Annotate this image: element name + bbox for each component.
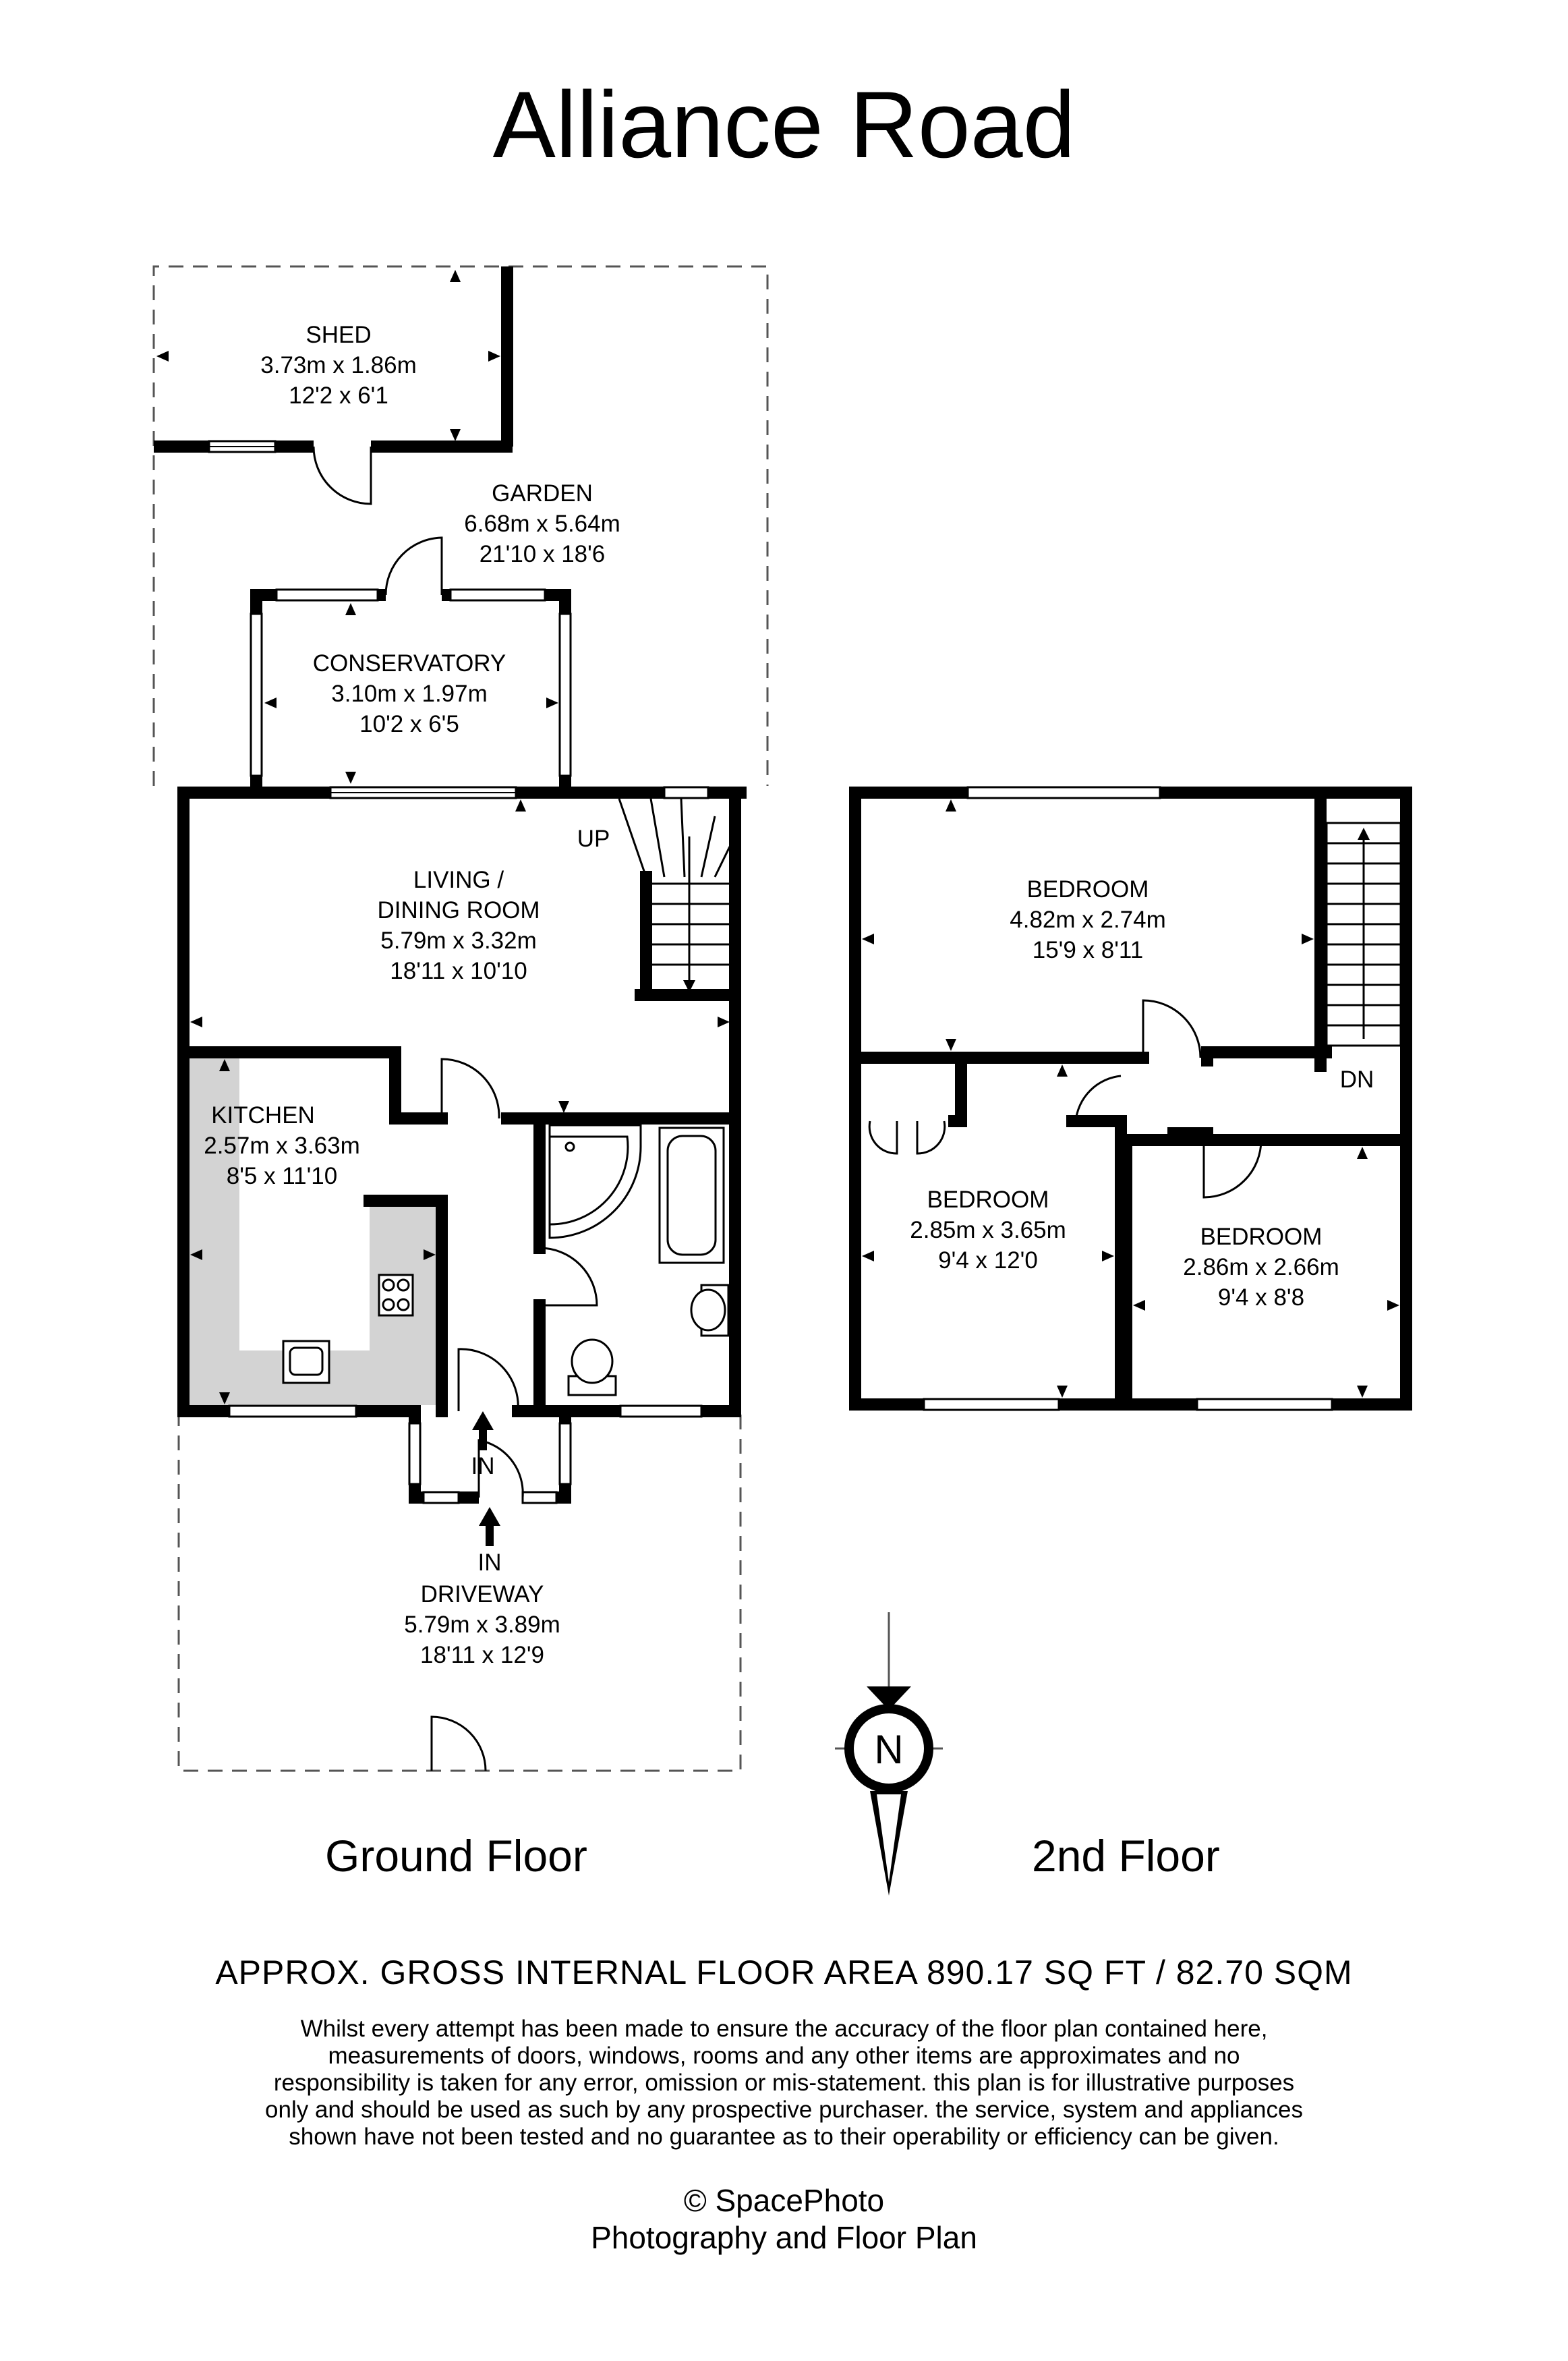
bathroom-door [539,1247,598,1307]
plan-title: Alliance Road [492,72,1076,177]
kitchen-worktop [190,1058,239,1405]
shed-metric: 3.73m x 1.86m [260,352,417,378]
second-floor-windows [923,786,1333,1411]
second-floor-stairs [1325,822,1402,1047]
shed-name: SHED [306,322,371,348]
shower-icon [548,1124,642,1239]
basin-icon [690,1284,730,1337]
garden-boundary [152,265,769,786]
bedroom-3-name: BEDROOM [1200,1224,1323,1250]
disclaimer-line: shown have not been tested and no guaran… [289,2124,1279,2150]
disclaimer-line: responsibility is taken for any error, o… [273,2070,1295,2096]
front-door [457,1348,519,1412]
second-floor-label: 2nd Floor [1032,1831,1220,1881]
shed-door [312,446,372,505]
kitchen-door [440,1058,500,1119]
dimension-arrows [862,799,1399,1398]
driveway-gate [430,1715,487,1771]
shed-window [208,440,277,453]
conservatory-metric: 3.10m x 1.97m [331,681,488,707]
entrance-label: IN [471,1453,495,1479]
kitchen-name: KITCHEN [211,1102,315,1129]
shed-walls [154,266,513,453]
credit-copyright: © SpacePhoto [683,2183,885,2218]
bathroom-window [619,1404,703,1418]
disclaimer-line: measurements of doors, windows, rooms an… [328,2043,1240,2069]
bath-icon [658,1127,725,1264]
garden-imperial: 21'10 x 18'6 [480,541,606,567]
driveway-metric: 5.79m x 3.89m [404,1612,560,1638]
living-room-imperial: 18'11 x 10'10 [390,958,527,984]
disclaimer-line: only and should be used as such by any p… [265,2097,1303,2123]
entrance-arrow-icon [472,1411,500,1546]
disclaimer-line: Whilst every attempt has been made to en… [300,2016,1268,2042]
living-room-patio-door [329,786,709,799]
bedroom-1-metric: 4.82m x 2.74m [1010,907,1166,933]
sink-icon [282,1340,330,1384]
second-floor-walls [849,787,1412,1411]
stairs-up-label: UP [577,826,610,852]
conservatory-name: CONSERVATORY [313,650,506,677]
driveway-imperial: 18'11 x 12'9 [420,1642,544,1668]
driveway-name: DRIVEWAY [421,1581,544,1608]
ground-floor-stairs [618,798,731,992]
garden-metric: 6.68m x 5.64m [464,511,620,537]
bedroom-2-metric: 2.85m x 3.65m [910,1217,1066,1243]
bedroom-2-imperial: 9'4 x 12'0 [938,1247,1038,1274]
ground-floor-label: Ground Floor [325,1831,587,1881]
conservatory-imperial: 10'2 x 6'5 [359,711,459,737]
bedroom-1-name: BEDROOM [1027,876,1149,903]
driveway-boundary [177,1411,742,1772]
north-compass-icon: N [835,1612,943,1896]
wardrobe-icon [868,1120,946,1155]
entrance-label: IN [478,1549,502,1576]
credit-tagline: Photography and Floor Plan [591,2220,977,2255]
disclaimer-text: Whilst every attempt has been made to en… [135,2016,1433,2151]
conservatory-door [384,536,443,596]
living-room-name: LIVING / [413,867,504,893]
floor-area-summary: APPROX. GROSS INTERNAL FLOOR AREA 890.17… [215,1954,1353,1991]
living-room-name-2: DINING ROOM [377,897,540,923]
kitchen-metric: 2.57m x 3.63m [204,1133,360,1159]
bedroom-1-imperial: 15'9 x 8'11 [1033,937,1144,963]
bedroom-3-metric: 2.86m x 2.66m [1183,1254,1339,1280]
porch-windows [408,1422,572,1504]
bedroom-2-name: BEDROOM [927,1187,1049,1213]
stairs-down-label: DN [1340,1066,1374,1093]
north-label: N [874,1727,903,1772]
toilet-icon [567,1338,617,1396]
shed-imperial: 12'2 x 6'1 [289,382,388,409]
bedroom-3-imperial: 9'4 x 8'8 [1218,1284,1304,1311]
conservatory-windows [250,588,572,777]
dimension-arrows [156,270,730,1404]
garden-name: GARDEN [492,480,593,507]
kitchen-imperial: 8'5 x 11'10 [227,1163,338,1189]
hob-icon [378,1274,414,1317]
living-room-metric: 5.79m x 3.32m [380,928,537,954]
kitchen-window [228,1404,357,1418]
second-floor-doors [1074,999,1262,1199]
